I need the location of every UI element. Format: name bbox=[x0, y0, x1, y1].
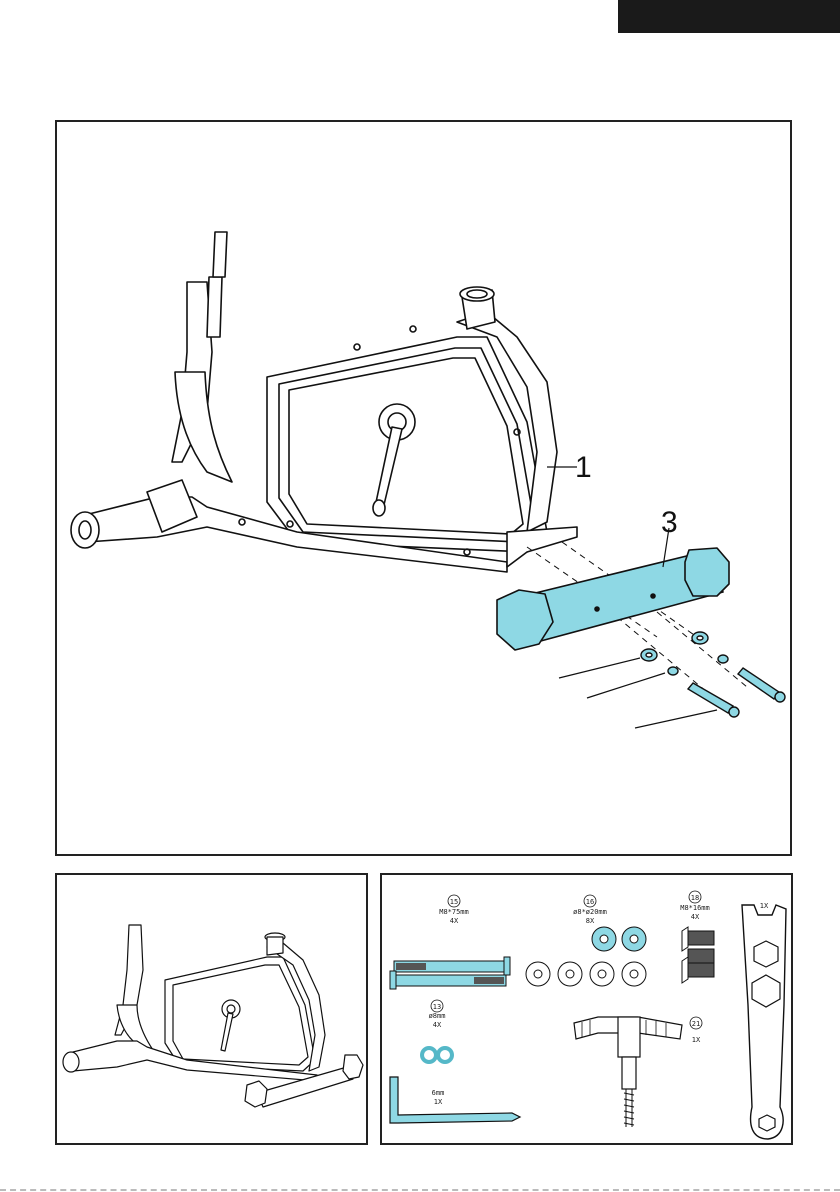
hardware-pack-panel: 15 M8*75mm 4X 16 ø8*ø20mm 8X bbox=[380, 873, 793, 1145]
assembled-preview-panel bbox=[55, 873, 368, 1145]
part-16-number: 16 bbox=[586, 898, 594, 906]
assembly-diagram-panel: 1 3 bbox=[55, 120, 792, 856]
part-15-qty: 4X bbox=[450, 917, 459, 925]
allen-key-qty: 1X bbox=[434, 1098, 443, 1106]
nut-group: 18 M8*16mm 4X bbox=[680, 891, 714, 983]
part-15-number: 15 bbox=[450, 898, 458, 906]
part-21-qty: 1X bbox=[692, 1036, 701, 1044]
chapter-tab bbox=[618, 0, 840, 33]
spring-washer-group: 13 ø8mm 4X bbox=[422, 1000, 452, 1062]
part-21-number: 21 bbox=[692, 1020, 700, 1028]
wrench-qty: 1X bbox=[760, 902, 769, 910]
part-13-qty: 4X bbox=[433, 1021, 442, 1029]
washer-group: 16 ø8*ø20mm 8X bbox=[526, 895, 646, 986]
page-bottom-rule bbox=[0, 1189, 840, 1191]
part-16-qty: 8X bbox=[586, 917, 595, 925]
part-18-number: 18 bbox=[691, 894, 699, 902]
part-13-number: 13 bbox=[433, 1003, 441, 1011]
frame-callout: 1 bbox=[575, 451, 592, 484]
part-18-size: M8*16mm bbox=[680, 904, 710, 912]
bolt-m8x75-group: 15 M8*75mm 4X bbox=[390, 895, 510, 989]
part-16-size: ø8*ø20mm bbox=[573, 908, 607, 916]
wrench-group: 1X bbox=[742, 902, 786, 1139]
assembly-drawing: 1 3 bbox=[57, 122, 794, 858]
hardware-drawing: 15 M8*75mm 4X 16 ø8*ø20mm 8X bbox=[382, 875, 795, 1147]
part-15-size: M8*75mm bbox=[439, 908, 469, 916]
part-13-size: ø8mm bbox=[429, 1012, 446, 1020]
part-18-qty: 4X bbox=[691, 913, 700, 921]
allen-key-size: 6mm bbox=[432, 1089, 445, 1097]
stabilizer-callout: 3 bbox=[661, 506, 678, 539]
assembled-preview-drawing bbox=[57, 875, 370, 1147]
allen-key-group: 6mm 1X bbox=[390, 1077, 520, 1123]
knob-group: 21 1X bbox=[574, 1017, 702, 1127]
